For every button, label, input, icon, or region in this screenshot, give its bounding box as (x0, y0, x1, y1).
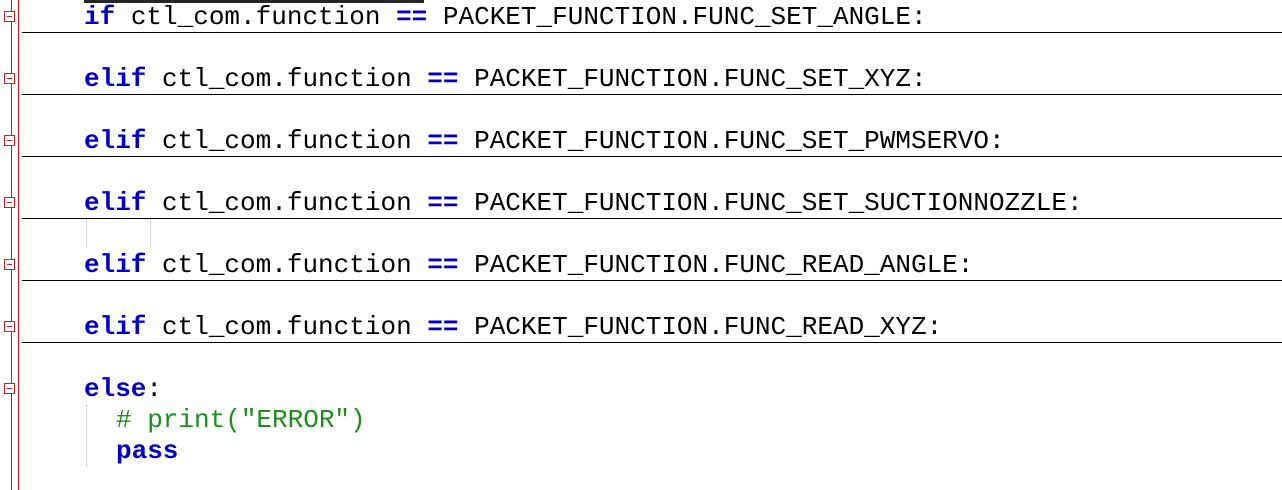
keyword: if (84, 2, 116, 32)
code-text: ctl_com.function (146, 250, 428, 280)
fold-separator (22, 280, 1282, 281)
operator: == (427, 312, 459, 342)
code-text: ctl_com.function (146, 64, 428, 94)
code-text: PACKET_FUNCTION.FUNC_READ_ANGLE: (458, 250, 974, 280)
code-text: PACKET_FUNCTION.FUNC_SET_SUCTIONNOZZLE: (458, 188, 1083, 218)
keyword: pass (116, 436, 179, 466)
fold-separator (22, 94, 1282, 95)
code-text: ctl_com.function (115, 2, 397, 32)
code-line-comment[interactable]: # print("ERROR") (116, 404, 366, 436)
fold-separator (22, 32, 1282, 33)
operator: == (427, 250, 459, 280)
keyword: else (84, 374, 147, 404)
code-text: PACKET_FUNCTION.FUNC_SET_ANGLE: (427, 2, 927, 32)
keyword: elif (84, 250, 147, 280)
fold-toggle-icon[interactable] (4, 259, 15, 270)
fold-toggle-icon[interactable] (4, 321, 15, 332)
keyword: elif (84, 188, 147, 218)
code-text: ctl_com.function (146, 126, 428, 156)
code-text: ctl_com.function (146, 188, 428, 218)
comment-text: # print("ERROR") (116, 405, 366, 435)
fold-margin[interactable] (0, 0, 22, 490)
code-text: : (146, 374, 163, 404)
clipped-line-fragment (84, 0, 424, 3)
indent-guide (86, 218, 87, 248)
operator: == (396, 2, 428, 32)
fold-margin-line (18, 0, 19, 490)
code-line-elif[interactable]: elif ctl_com.function == PACKET_FUNCTION… (84, 63, 927, 95)
code-line-else[interactable]: else: (84, 373, 162, 405)
keyword: elif (84, 64, 147, 94)
code-text: ctl_com.function (146, 312, 428, 342)
code-text: PACKET_FUNCTION.FUNC_SET_XYZ: (458, 64, 927, 94)
keyword: elif (84, 126, 147, 156)
fold-separator (22, 218, 1282, 219)
code-text: PACKET_FUNCTION.FUNC_READ_XYZ: (458, 312, 943, 342)
fold-toggle-icon[interactable] (4, 383, 15, 394)
operator: == (427, 64, 459, 94)
code-line-if[interactable]: if ctl_com.function == PACKET_FUNCTION.F… (84, 1, 927, 33)
code-line-elif[interactable]: elif ctl_com.function == PACKET_FUNCTION… (84, 249, 973, 281)
operator: == (427, 188, 459, 218)
indent-guide (86, 405, 87, 467)
code-line-elif[interactable]: elif ctl_com.function == PACKET_FUNCTION… (84, 311, 942, 343)
code-line-elif[interactable]: elif ctl_com.function == PACKET_FUNCTION… (84, 187, 1083, 219)
operator: == (427, 126, 459, 156)
fold-toggle-icon[interactable] (4, 135, 15, 146)
fold-separator (22, 342, 1282, 343)
keyword: elif (84, 312, 147, 342)
indent-guide (150, 218, 151, 248)
fold-toggle-icon[interactable] (4, 73, 15, 84)
code-line-elif[interactable]: elif ctl_com.function == PACKET_FUNCTION… (84, 125, 1005, 157)
code-text: PACKET_FUNCTION.FUNC_SET_PWMSERVO: (458, 126, 1005, 156)
fold-margin-line (11, 0, 12, 490)
fold-toggle-icon[interactable] (4, 197, 15, 208)
fold-separator (22, 156, 1282, 157)
fold-toggle-icon[interactable] (4, 11, 15, 22)
code-line-pass[interactable]: pass (116, 435, 178, 467)
